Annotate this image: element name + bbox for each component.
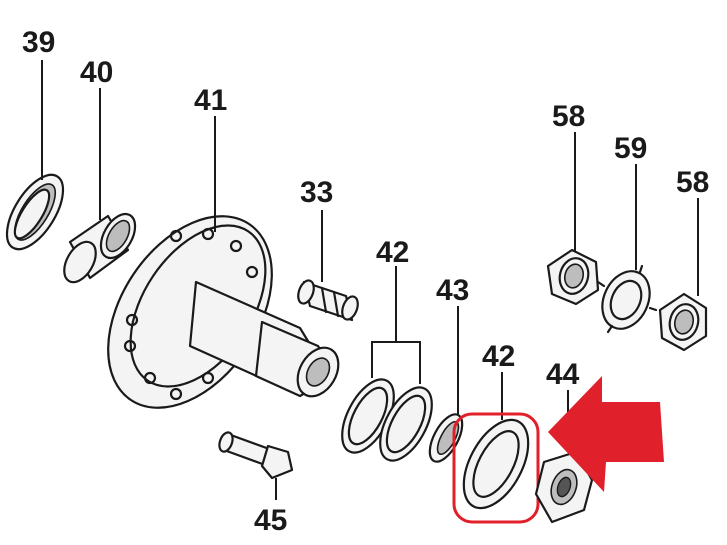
- callout-42-left: 42: [376, 236, 409, 269]
- part-39-seal: [5, 173, 65, 251]
- part-59-lockwasher: [596, 264, 658, 334]
- callout-58-left: 58: [552, 100, 585, 133]
- part-33-bushing: [297, 279, 359, 322]
- callout-41: 41: [194, 84, 227, 117]
- part-41-spindle-hub: [107, 215, 340, 409]
- leader-42-left: [371, 341, 421, 384]
- callout-42-right: 42: [482, 340, 515, 373]
- part-42-shim-pair: [341, 378, 433, 462]
- callout-59: 59: [614, 132, 647, 165]
- part-44-nut: [534, 450, 594, 524]
- part-58-locknut-left: [546, 248, 600, 306]
- part-40-bearing: [63, 212, 137, 284]
- callout-39: 39: [22, 26, 55, 59]
- red-arrow-icon: [548, 376, 664, 492]
- callout-58-right: 58: [676, 166, 709, 199]
- callout-43: 43: [436, 274, 469, 307]
- part-42-shim-highlighted: [462, 418, 530, 510]
- callout-45: 45: [254, 504, 287, 537]
- callout-33: 33: [300, 176, 333, 209]
- callout-44: 44: [546, 358, 580, 391]
- part-58-locknut-right: [658, 292, 708, 352]
- callout-40: 40: [80, 56, 113, 89]
- highlight-box: [452, 412, 540, 524]
- part-45-bolt: [218, 431, 294, 480]
